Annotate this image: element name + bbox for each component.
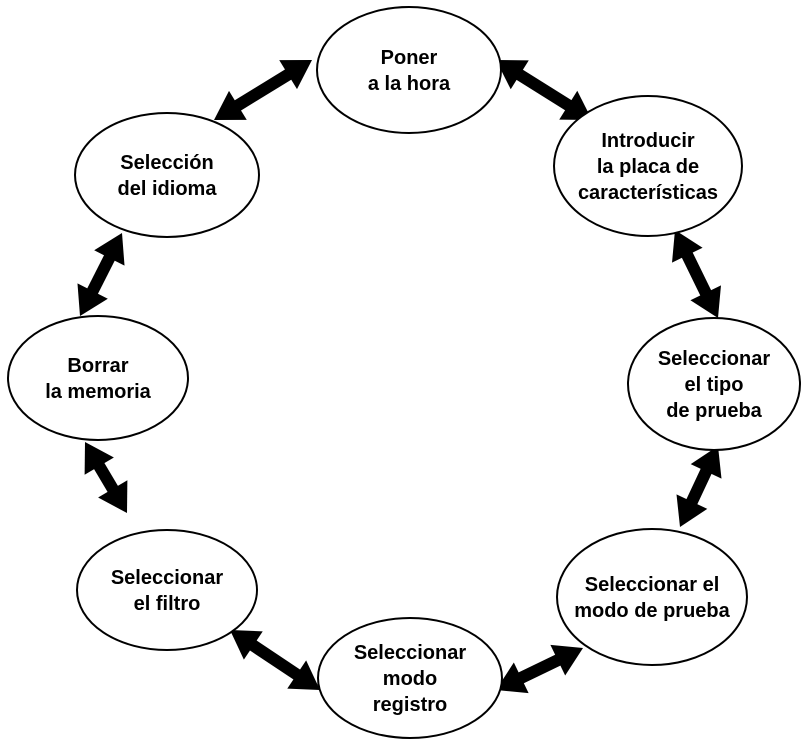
node-ellipse bbox=[627, 317, 801, 451]
arrowhead-icon bbox=[287, 660, 320, 690]
connector-shaft bbox=[85, 251, 117, 298]
node-label-line: de prueba bbox=[666, 400, 762, 422]
node-borrar-memoria: Borrar la memoria bbox=[7, 315, 189, 441]
connectors-layer bbox=[77, 60, 722, 694]
node-label-line: Seleccionar bbox=[111, 567, 224, 589]
connector-shaft bbox=[680, 248, 713, 300]
node-seleccionar-tipo-prueba: Seleccionar el tipo de prueba bbox=[627, 317, 801, 451]
arrowhead-icon bbox=[77, 283, 108, 316]
node-label-line: el tipo bbox=[685, 374, 744, 396]
node-ellipse bbox=[74, 112, 260, 238]
arrowhead-icon bbox=[279, 60, 312, 90]
connector-seleccion-idioma-poner-hora bbox=[214, 60, 312, 120]
node-ellipse bbox=[316, 6, 502, 134]
node-label-line: registro bbox=[373, 694, 447, 716]
node-label-line: Seleccionar el bbox=[585, 574, 720, 596]
node-label-line: Selección bbox=[120, 152, 213, 174]
node-label-line: Introducir bbox=[601, 130, 695, 152]
arrowhead-icon bbox=[230, 630, 263, 660]
connector-seleccionar-filtro-borrar-memoria bbox=[84, 442, 128, 513]
connector-introducir-placa-seleccionar-tipo-prueba bbox=[672, 230, 721, 318]
node-label-line: del idioma bbox=[118, 178, 218, 200]
arrowhead-icon bbox=[676, 494, 708, 527]
arrowhead-icon bbox=[94, 233, 125, 266]
connector-seleccionar-modo-prueba-seleccionar-modo-registro bbox=[496, 644, 583, 694]
node-ellipse bbox=[553, 95, 743, 237]
node-poner-hora: Poner a la hora bbox=[316, 6, 502, 134]
arrowhead-icon bbox=[690, 285, 721, 318]
node-introducir-placa: Introducir la placa de características bbox=[553, 95, 743, 237]
node-ellipse bbox=[317, 617, 503, 739]
node-seleccionar-filtro: Seleccionar el filtro bbox=[76, 529, 258, 651]
connector-poner-hora-introducir-placa bbox=[496, 60, 592, 120]
node-seleccionar-modo-prueba: Seleccionar el modo de prueba bbox=[556, 528, 748, 666]
arrowhead-icon bbox=[672, 230, 703, 263]
arrowhead-icon bbox=[690, 446, 722, 479]
connector-shaft bbox=[515, 653, 564, 685]
node-label-line: a la hora bbox=[368, 73, 451, 95]
arrowhead-icon bbox=[559, 90, 592, 120]
node-label-line: modo bbox=[383, 668, 437, 690]
connector-borrar-memoria-seleccion-idioma bbox=[77, 233, 125, 316]
connector-shaft bbox=[231, 67, 295, 113]
connector-seleccionar-tipo-prueba-seleccionar-modo-prueba bbox=[676, 446, 722, 527]
arrowhead-icon bbox=[98, 480, 128, 513]
node-seleccionar-modo-registro: Seleccionar modo registro bbox=[317, 617, 503, 739]
connector-shaft bbox=[246, 638, 304, 682]
arrowhead-icon bbox=[550, 644, 583, 676]
node-label-line: modo de prueba bbox=[574, 600, 730, 622]
arrowhead-icon bbox=[84, 442, 114, 475]
node-label-line: Borrar bbox=[67, 355, 128, 377]
node-label-line: Seleccionar bbox=[354, 642, 467, 664]
connector-seleccionar-modo-registro-seleccionar-filtro bbox=[230, 630, 320, 690]
node-label-line: Poner bbox=[381, 47, 438, 69]
arrowhead-icon bbox=[214, 90, 247, 120]
node-label-line: la memoria bbox=[45, 381, 151, 403]
connector-shaft bbox=[92, 459, 120, 496]
node-ellipse bbox=[7, 315, 189, 441]
node-seleccion-idioma: Selección del idioma bbox=[74, 112, 260, 238]
node-ellipse bbox=[556, 528, 748, 666]
arrowhead-icon bbox=[496, 60, 529, 90]
arrowhead-icon bbox=[496, 662, 529, 694]
node-ellipse bbox=[76, 529, 258, 651]
node-label-line: la placa de bbox=[597, 156, 699, 178]
node-label-line: Seleccionar bbox=[658, 348, 771, 370]
connector-shaft bbox=[684, 465, 714, 508]
node-label-line: características bbox=[578, 182, 718, 204]
node-label-line: el filtro bbox=[134, 593, 201, 615]
connector-shaft bbox=[513, 67, 575, 113]
